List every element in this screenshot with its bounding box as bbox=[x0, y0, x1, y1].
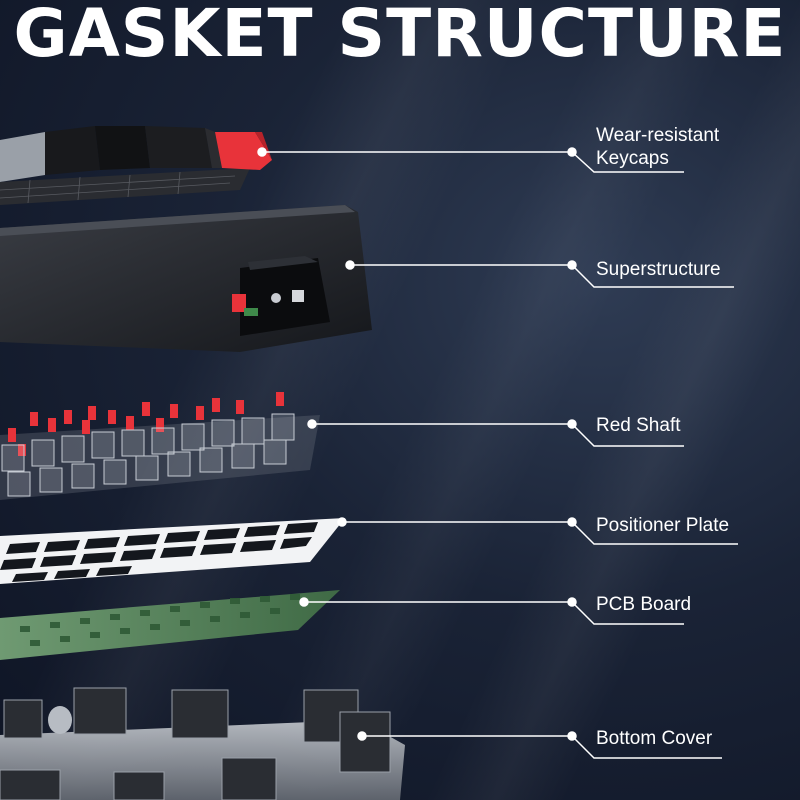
label-line: Bottom Cover bbox=[596, 728, 713, 749]
label-wear-resistant-keycaps: Wear-resistant Keycaps bbox=[596, 124, 719, 170]
label-line: PCB Board bbox=[596, 594, 692, 615]
label-red-shaft: Red Shaft bbox=[596, 414, 681, 437]
label-line: Red Shaft bbox=[596, 415, 681, 436]
label-line: Wear-resistant bbox=[596, 125, 720, 146]
positioner-plate-layer bbox=[0, 518, 345, 584]
page-title: GASKET STRUCTURE bbox=[13, 0, 787, 72]
bottom-cover-layer bbox=[0, 687, 405, 800]
label-pcb-board: PCB Board bbox=[596, 593, 691, 616]
label-line: Superstructure bbox=[596, 259, 721, 280]
label-line: Keycaps bbox=[596, 148, 669, 169]
label-positioner-plate: Positioner Plate bbox=[596, 514, 729, 537]
red-switches-layer bbox=[0, 392, 320, 500]
superstructure-layer bbox=[0, 205, 372, 352]
pcb-board-layer bbox=[0, 590, 340, 660]
keycaps-layer bbox=[0, 126, 272, 205]
label-bottom-cover: Bottom Cover bbox=[596, 727, 712, 750]
leader-lines bbox=[257, 147, 738, 759]
label-line: Positioner Plate bbox=[596, 515, 730, 536]
label-superstructure: Superstructure bbox=[596, 258, 721, 281]
